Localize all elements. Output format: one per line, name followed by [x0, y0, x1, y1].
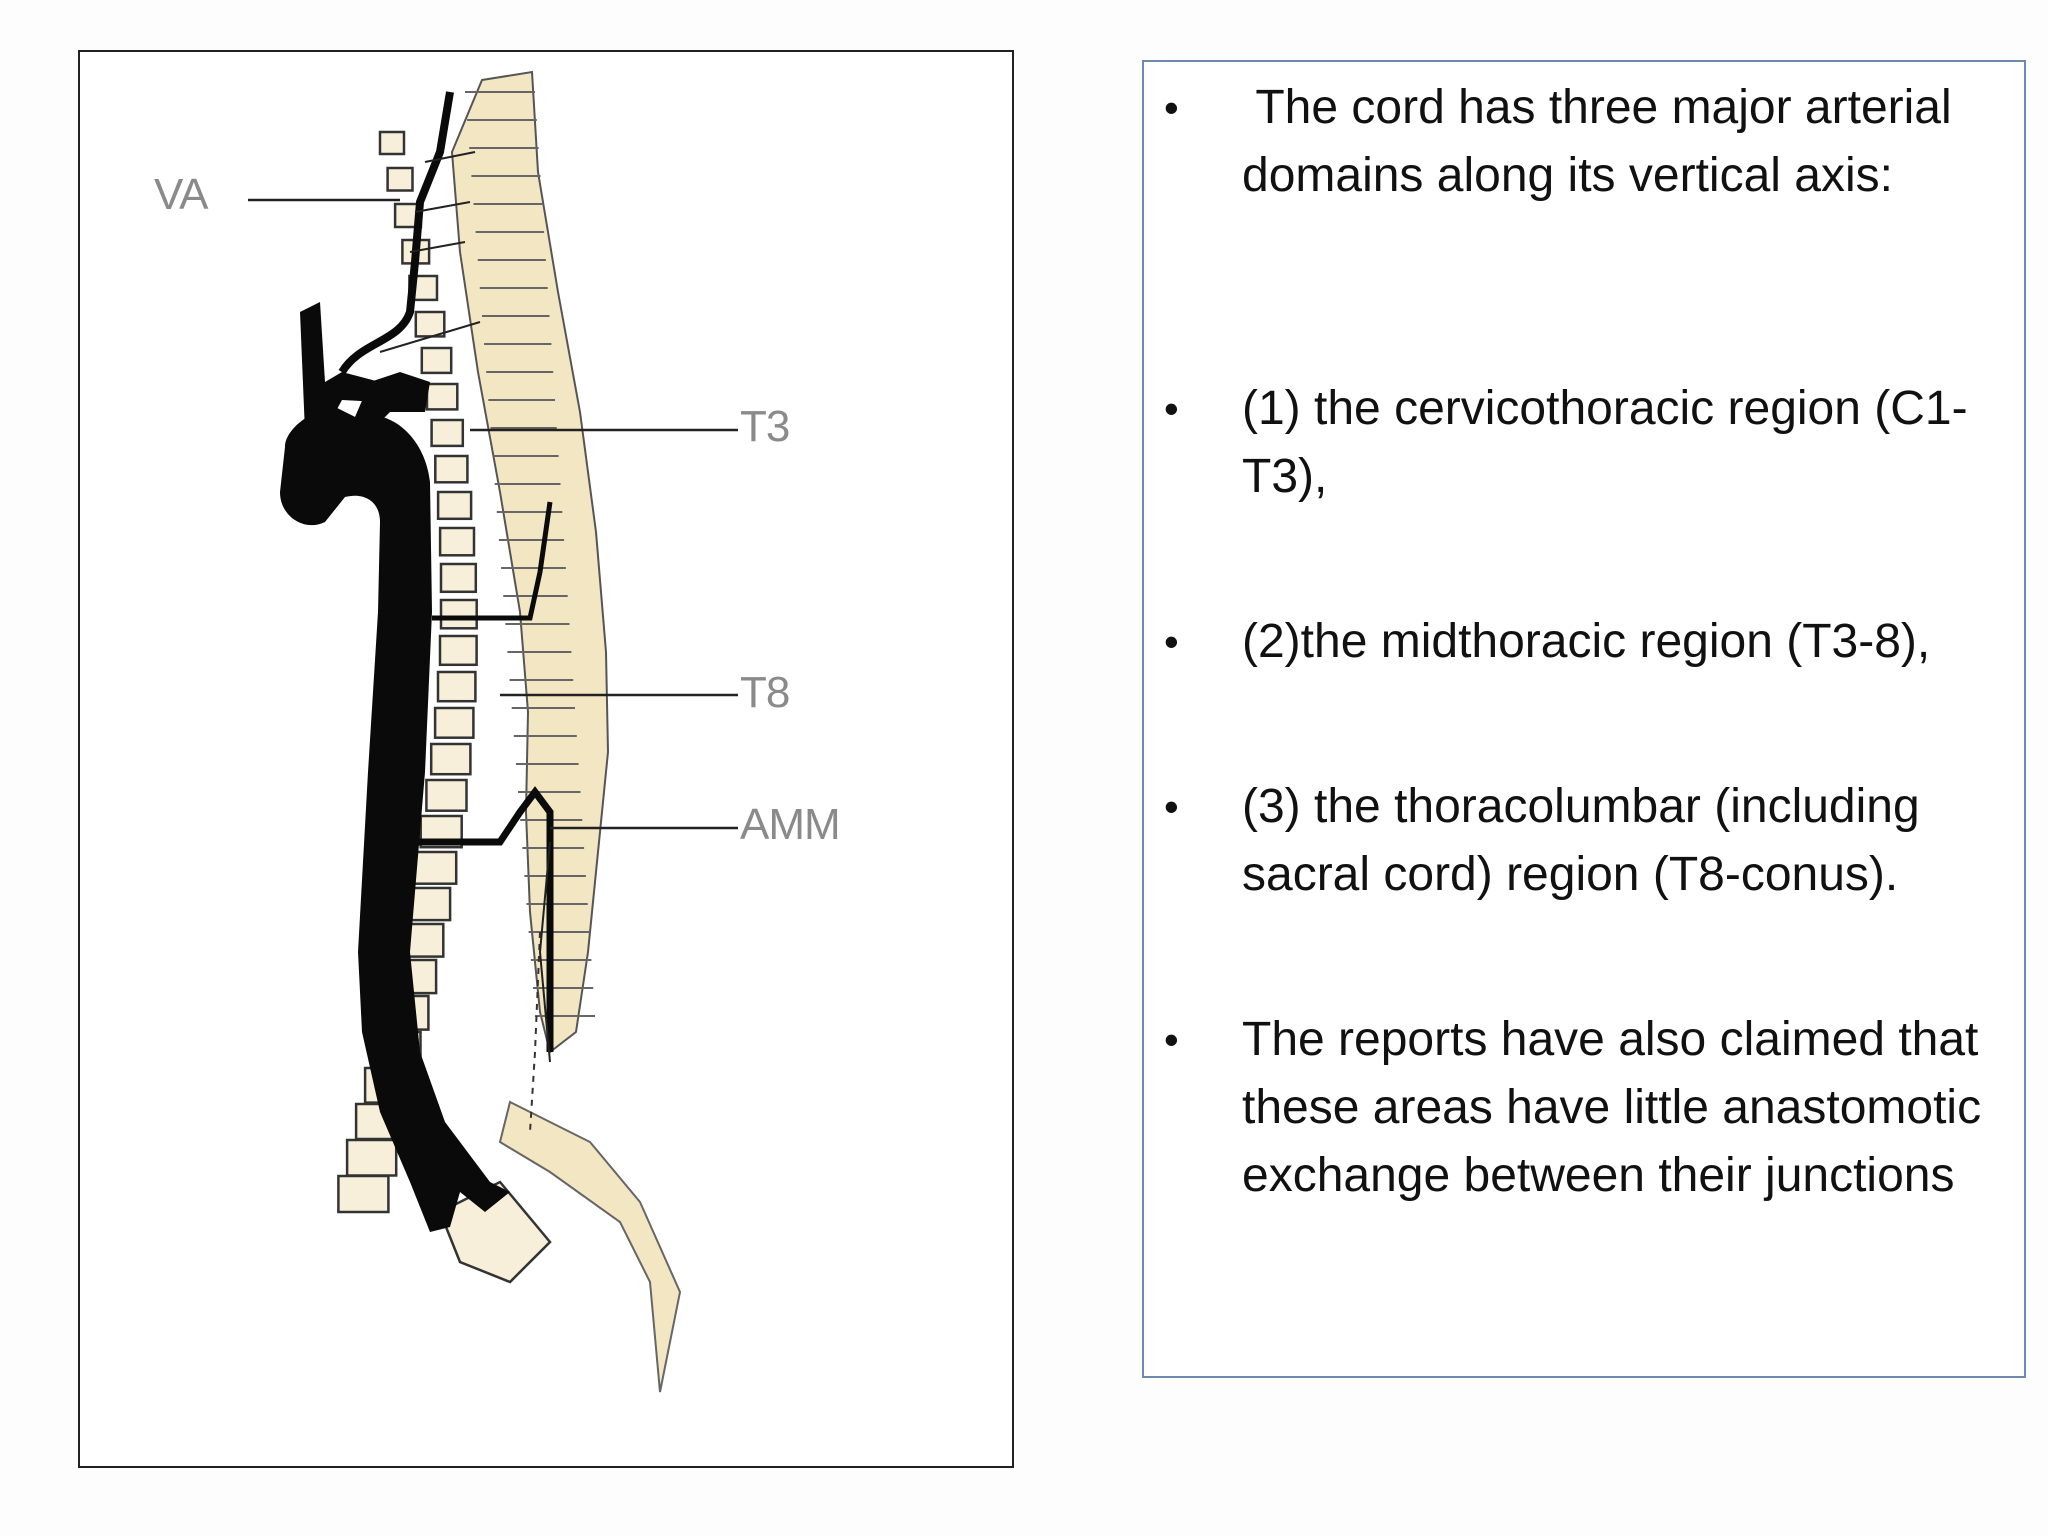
vertebra	[425, 382, 459, 411]
anterior-spinal-dashed	[529, 931, 541, 1133]
vertebra	[436, 490, 473, 521]
spinal-arterial-diagram: VA T3 T8 AMM	[78, 50, 1014, 1468]
vertebra	[436, 670, 477, 703]
bullet-text: The cord has three major arterial domain…	[1242, 81, 1965, 202]
vertebra	[378, 130, 406, 156]
vertebra	[429, 742, 472, 776]
vertebra	[438, 526, 476, 557]
arch-top	[335, 372, 430, 432]
vertebra	[345, 1138, 398, 1177]
bullet-text-box: • The cord has three major arterial doma…	[1142, 60, 2026, 1378]
vertebra	[438, 634, 478, 667]
vertebral-artery	[338, 91, 454, 375]
aorta	[280, 407, 510, 1232]
bullet-marker: •	[1164, 1016, 1179, 1063]
bullet-text: (1) the cervicothoracic region (C1-T3),	[1242, 382, 1968, 503]
bullet-text: (3) the thoracolumbar (including sacral …	[1242, 780, 1920, 901]
diagram-drawing	[248, 70, 738, 1393]
vertebra	[386, 166, 414, 192]
bullet-marker: •	[1164, 385, 1179, 432]
bullet-text: The reports have also claimed that these…	[1242, 1013, 1982, 1202]
vertebra	[414, 310, 446, 338]
vertebra	[430, 418, 465, 448]
vertebra	[439, 598, 478, 630]
vertebra	[425, 778, 468, 812]
bullet-text: (2)the midthoracic region (T3-8),	[1242, 615, 1931, 668]
subclavian-branch	[300, 302, 380, 432]
bullet-marker: •	[1164, 783, 1179, 830]
vertebra	[420, 346, 453, 375]
bullet-marker: •	[1164, 618, 1179, 665]
intercostal-branch-1	[432, 501, 553, 621]
label-t3: T3	[740, 402, 790, 451]
vertebra	[433, 706, 475, 739]
conus-filum	[498, 1100, 682, 1393]
vertebra	[434, 454, 469, 484]
bullet-marker: •	[1164, 84, 1179, 131]
label-t8: T8	[740, 668, 790, 717]
vertebra	[413, 850, 458, 885]
vertebra	[337, 1174, 390, 1214]
label-amm: AMM	[740, 800, 841, 849]
label-va: VA	[154, 170, 208, 219]
vertebra	[439, 562, 478, 594]
